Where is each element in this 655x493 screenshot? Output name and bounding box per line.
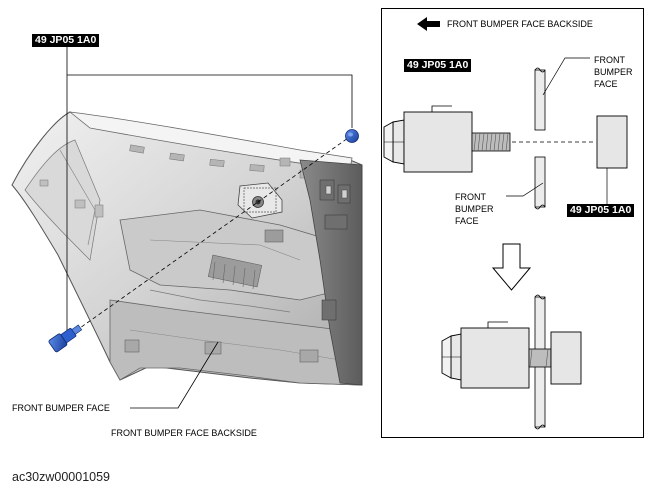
front-bumper-face-mid-line1: FRONT <box>455 192 486 202</box>
direction-label: FRONT BUMPER FACE BACKSIDE <box>447 19 593 29</box>
front-bumper-face-label: FRONT BUMPER FACE <box>12 403 110 413</box>
front-bumper-face-mid-line3: FACE <box>455 216 479 226</box>
tool-tag-nut: 49 JP05 1A0 <box>567 204 635 217</box>
direction-arrow-icon <box>417 17 440 31</box>
bumper-face-lower <box>534 156 546 208</box>
detail-panel <box>381 8 644 438</box>
figure-code: ac30zw00001059 <box>12 470 110 484</box>
down-arrow-icon <box>491 243 532 291</box>
tool-tag-left: 49 JP05 1A0 <box>32 34 100 47</box>
front-bumper-face-top-line2: BUMPER <box>594 67 633 77</box>
front-bumper-face-top-line3: FACE <box>594 79 618 89</box>
bolt-body <box>403 111 473 173</box>
tool-leader-line-right <box>67 74 353 128</box>
tool-tag-bolt: 49 JP05 1A0 <box>404 59 472 72</box>
nut-body <box>596 115 628 169</box>
bumper-face-upper <box>534 69 546 131</box>
bumper-illustration <box>11 46 363 409</box>
front-bumper-face-mid-line2: BUMPER <box>455 204 494 214</box>
front-bumper-face-callout-line <box>130 341 219 409</box>
sst-bolt-icon <box>48 324 83 353</box>
left-caption: FRONT BUMPER FACE BACKSIDE <box>111 428 257 438</box>
front-bumper-face-top-line1: FRONT <box>594 55 625 65</box>
install-path <box>69 201 259 336</box>
install-path-upper <box>257 137 349 203</box>
sst-nut-icon <box>345 129 359 143</box>
